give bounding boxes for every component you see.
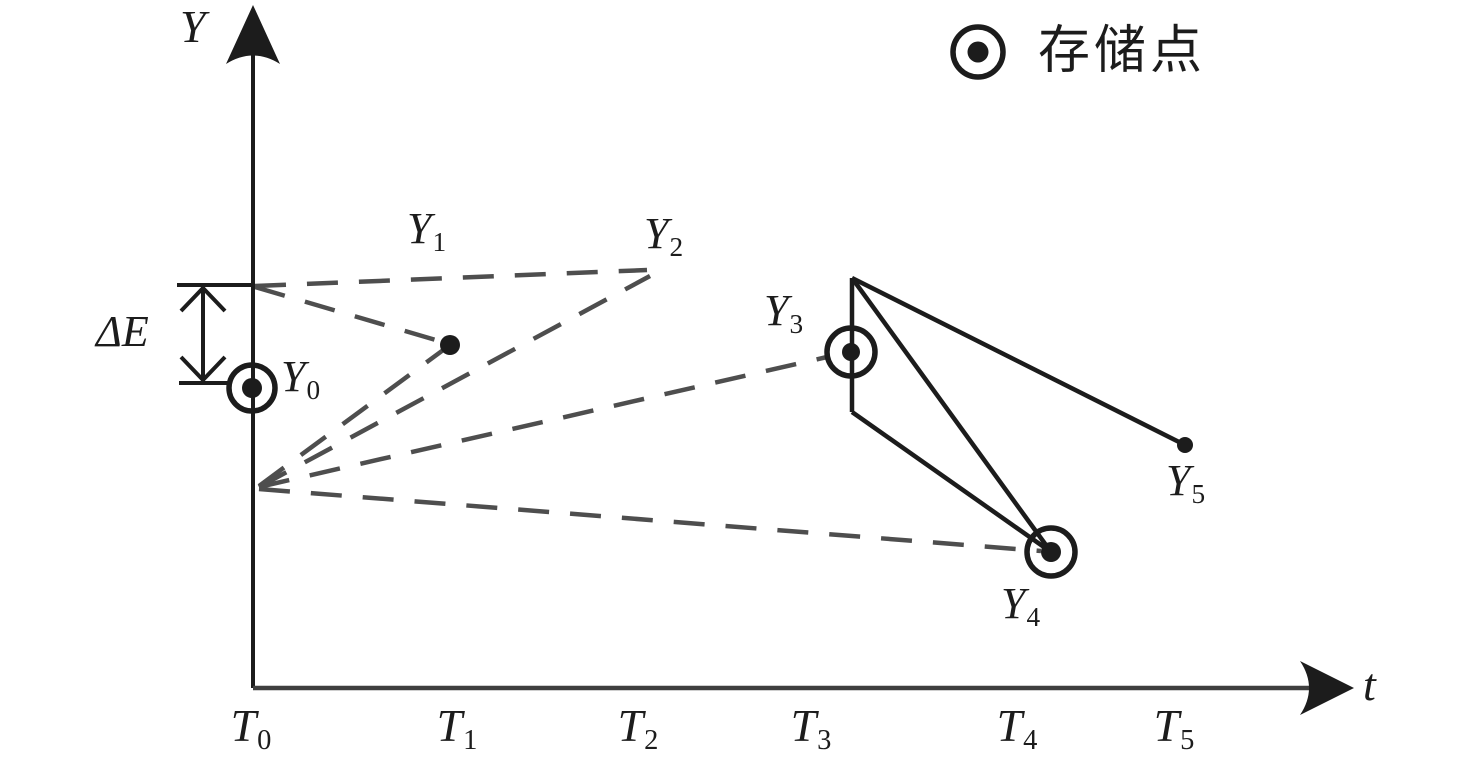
- point-label-y3: Y3: [764, 286, 804, 339]
- legend-label: 存储点: [1038, 23, 1207, 80]
- dashed-ray-lower-to-y3: [258, 354, 828, 490]
- tick-label-t1: T1: [436, 700, 478, 756]
- point-label-y5: Y5: [1166, 456, 1206, 509]
- dashed-ray-lower-to-y4: [258, 486, 1042, 554]
- t-axis-arrowhead-icon: [1300, 661, 1354, 715]
- tolerance-band-marker: [177, 283, 253, 385]
- y0-dot-icon: [242, 378, 262, 398]
- dashed-ray-lower-to-y1: [257, 343, 452, 488]
- legend-dot-icon: [967, 41, 989, 63]
- solid-door-group: [849, 275, 1187, 554]
- tolerance-arrowhead-down-icon: [179, 355, 227, 383]
- tolerance-arrowhead-up-icon: [179, 285, 227, 313]
- tick-label-t3: T3: [790, 700, 832, 756]
- point-label-y4: Y4: [1001, 579, 1041, 632]
- dashed-ray-upper-to-y1: [254, 284, 447, 346]
- tolerance-label: ΔE: [96, 307, 149, 356]
- dashed-ray-lower-to-y2: [257, 274, 652, 489]
- y4-storage-circle-icon: [1024, 525, 1078, 579]
- y1-dot-icon: [440, 335, 460, 355]
- t-axis-label: t: [1363, 659, 1376, 710]
- y4-dot-icon: [1041, 542, 1061, 562]
- dashed-ray-group: [254, 267, 1042, 554]
- y-axis-arrowhead-icon: [226, 5, 280, 64]
- point-label-y0: Y0: [281, 352, 321, 405]
- y-axis-label: Y: [180, 1, 206, 52]
- tick-label-t4: T4: [996, 700, 1038, 756]
- tick-label-t0: T0: [230, 700, 272, 756]
- dashed-ray-upper-to-y2: [254, 267, 648, 289]
- y3-dot-icon: [842, 343, 860, 361]
- point-markers: [226, 325, 1193, 579]
- y3-storage-circle-icon: [824, 325, 878, 379]
- tick-label-t5: T5: [1153, 700, 1195, 756]
- tick-label-t2: T2: [617, 700, 659, 756]
- y0-storage-circle-icon: [226, 362, 278, 414]
- legend-circled-dot-icon: [950, 24, 1006, 80]
- door-upper-line-to-y4: [850, 276, 1053, 554]
- legend-marker: [950, 24, 1006, 80]
- point-label-y1: Y1: [407, 204, 447, 257]
- point-label-y2: Y2: [644, 209, 684, 262]
- y5-dot-icon: [1177, 437, 1193, 453]
- door-line-to-y5: [850, 275, 1187, 448]
- door-lower-line-to-y4: [850, 410, 1053, 554]
